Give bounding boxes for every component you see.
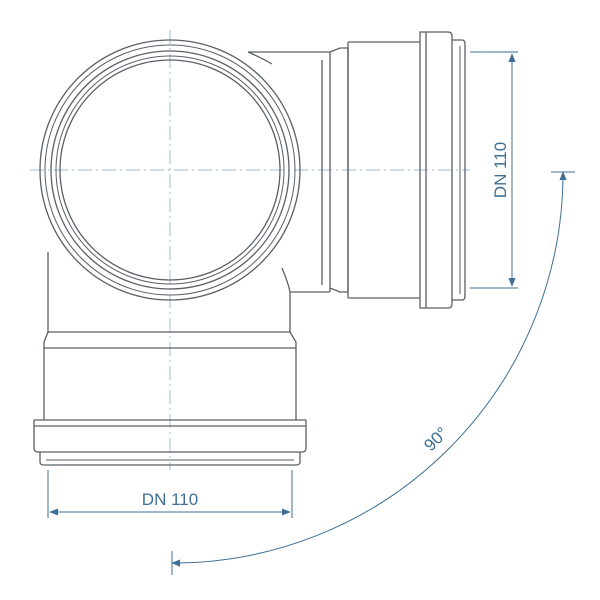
port-ring-2 xyxy=(44,44,296,296)
bottom-dimension-label: DN 110 xyxy=(142,490,198,509)
round-port xyxy=(39,39,301,301)
port-outer-ring xyxy=(39,39,301,301)
right-dimension-label: DN 110 xyxy=(491,142,510,198)
port-ring-3 xyxy=(50,50,290,290)
center-lines xyxy=(30,30,470,470)
angle-arc xyxy=(171,171,567,567)
body-top-corner xyxy=(247,51,273,65)
port-inner-bore xyxy=(59,59,281,281)
body-bend-corner xyxy=(281,267,330,293)
port-ring-4 xyxy=(55,55,285,285)
